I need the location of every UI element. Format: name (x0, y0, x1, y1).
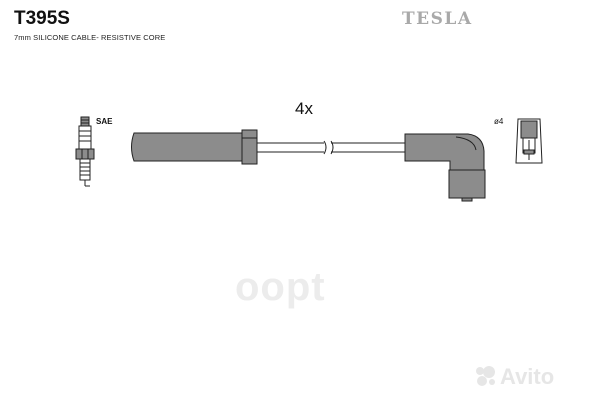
part-number-title: T395S (14, 8, 70, 29)
sae-connector-label: SAE (96, 117, 113, 126)
diameter-connector-label: ø4 (494, 117, 504, 126)
quantity-label: 4x (295, 99, 313, 118)
ignition-cable (257, 140, 405, 155)
watermark-avito: Avito (500, 364, 555, 389)
watermark-logo: oopt (235, 265, 326, 309)
brand-logo: TESLA (402, 9, 473, 29)
cable-spec-subtitle: 7mm SILICONE CABLE- RESISTIVE CORE (14, 33, 166, 42)
distributor-terminal-icon (515, 118, 543, 164)
straight-boot (131, 129, 258, 165)
angled-boot (404, 133, 486, 202)
spark-plug-icon (75, 116, 95, 187)
avito-logo-icon (476, 366, 495, 386)
